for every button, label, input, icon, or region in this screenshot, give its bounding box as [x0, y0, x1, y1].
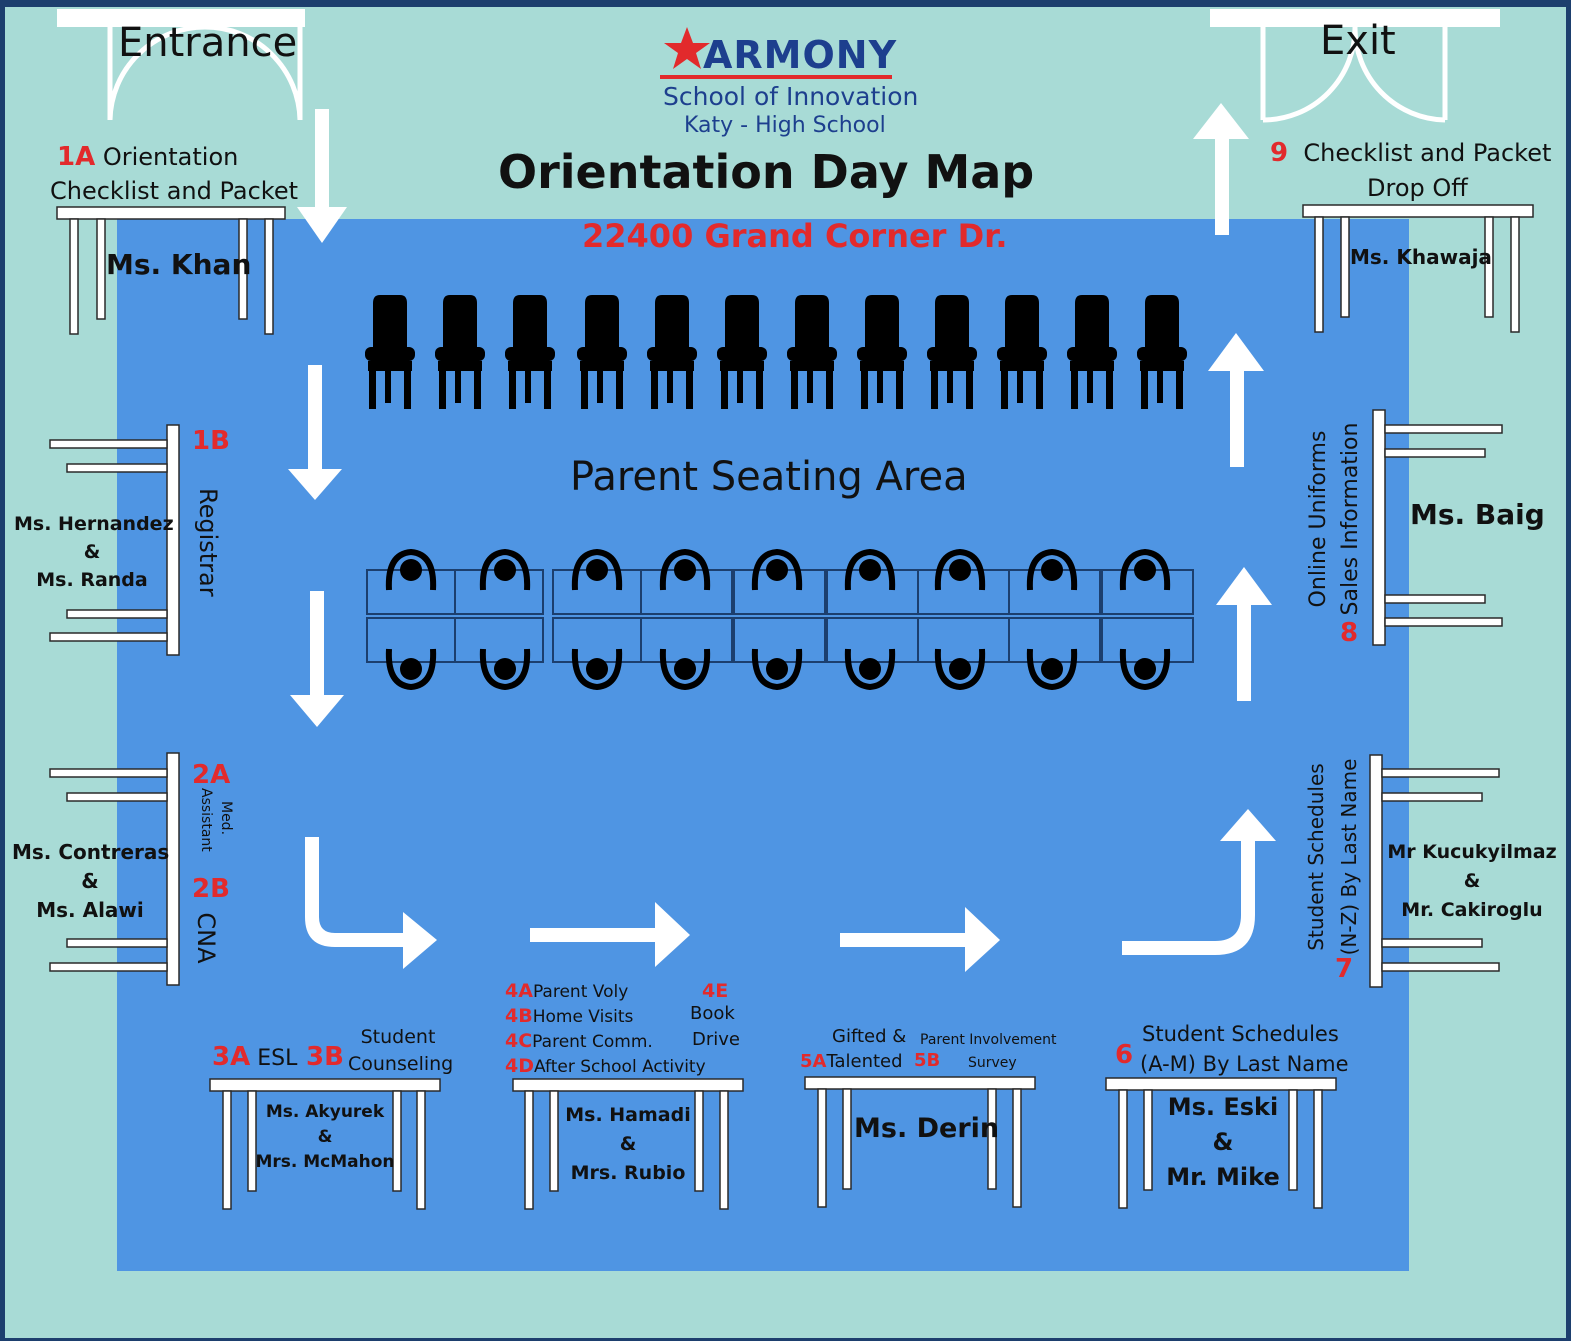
station-9-title: 9 Checklist and Packet	[1270, 138, 1552, 168]
logo-school: School of Innovation	[663, 82, 919, 111]
station-6-line-2: (A-M) By Last Name	[1140, 1052, 1349, 1076]
station-3-staff-1: Ms. Akyurek	[265, 1102, 385, 1122]
entrance-door	[57, 9, 305, 121]
station-1b-staff-2: Ms. Randa	[36, 569, 148, 591]
logo-word: ARMONY	[703, 33, 898, 77]
station-4-amp: &	[619, 1133, 637, 1155]
station-2b-number: 2B	[192, 874, 230, 904]
station-5a-line-2: 5ATalented	[800, 1051, 903, 1072]
exit-door	[1210, 9, 1500, 123]
station-8-staff: Ms. Baig	[1410, 498, 1545, 531]
station-2b-role: CNA	[192, 912, 220, 964]
station-8-line-1: Online Uniforms	[1306, 430, 1331, 608]
station-5b-line-1: Parent Involvement	[920, 1032, 1057, 1048]
station-6-number: 6	[1115, 1040, 1134, 1070]
station-1b-role: Registrar	[194, 488, 222, 597]
station-6-line-1: Student Schedules	[1142, 1022, 1339, 1046]
station-4e-line-2: Drive	[692, 1029, 740, 1050]
logo-underline	[660, 75, 892, 79]
station-4d: 4DAfter School Activity	[505, 1055, 706, 1077]
station-7-number: 7	[1335, 954, 1354, 984]
station-4-staff-2: Mrs. Rubio	[570, 1162, 686, 1184]
floor-plan	[5, 7, 1566, 1338]
station-5-staff: Ms. Derin	[854, 1113, 1000, 1144]
station-5b-number: 5B	[914, 1050, 941, 1071]
station-7-staff-2: Mr. Cakiroglu	[1401, 899, 1543, 921]
station-1b-number: 1B	[192, 426, 230, 456]
station-5b-line-2: Survey	[968, 1055, 1017, 1071]
desks	[49, 204, 1534, 1210]
address: 22400 Grand Corner Dr.	[582, 217, 1008, 255]
station-3b-role-1: Student	[360, 1026, 436, 1048]
station-2-amp: &	[81, 869, 99, 893]
station-1a-subtitle: Checklist and Packet	[50, 177, 299, 205]
station-2a-role-2: Assistant	[198, 788, 214, 852]
station-2-staff-1: Ms. Contreras	[12, 840, 170, 864]
logo-star	[664, 27, 710, 69]
station-4-staff-1: Ms. Hamadi	[565, 1104, 691, 1126]
station-3b-number: 3B	[306, 1042, 344, 1072]
exit-label: Exit	[1320, 18, 1396, 64]
station-6-staff-2: Mr. Mike	[1166, 1163, 1280, 1191]
station-1a-title: 1A Orientation	[57, 142, 239, 172]
station-1a-staff: Ms. Khan	[106, 248, 252, 281]
station-8-line-2: Sales Information	[1338, 422, 1363, 616]
station-4e-number: 4E	[702, 980, 729, 1002]
station-4a: 4AParent Voly	[505, 980, 629, 1002]
station-3-amp: &	[317, 1127, 333, 1147]
station-7-line-1: Student Schedules	[1304, 763, 1328, 951]
path-arrows	[288, 103, 1276, 972]
station-9-subtitle: Drop Off	[1367, 174, 1468, 202]
station-7-line-2: (N-Z) By Last Name	[1337, 758, 1361, 956]
station-1b-amp: &	[83, 541, 101, 563]
station-6-staff-1: Ms. Eski	[1167, 1093, 1279, 1121]
station-3a-label: 3A ESL	[212, 1042, 298, 1072]
station-4e-line-1: Book	[690, 1003, 735, 1024]
station-3b-role-2: Counseling	[348, 1053, 454, 1075]
station-6-amp: &	[1212, 1128, 1234, 1156]
station-4c: 4CParent Comm.	[505, 1030, 653, 1052]
station-3-staff-2: Mrs. McMahon	[255, 1152, 395, 1172]
station-2a-role-1: Med.	[218, 800, 234, 836]
logo-campus: Katy - High School	[684, 113, 886, 138]
station-2a-number: 2A	[192, 760, 231, 790]
station-7-amp: &	[1463, 870, 1481, 892]
station-8-number: 8	[1340, 618, 1359, 648]
station-5a-line-1: Gifted &	[832, 1026, 907, 1047]
entrance-label: Entrance	[118, 20, 298, 66]
parent-seating-label: Parent Seating Area	[570, 454, 968, 500]
station-1b-staff-1: Ms. Hernandez	[14, 513, 174, 535]
station-2-staff-2: Ms. Alawi	[36, 898, 144, 922]
station-9-staff: Ms. Khawaja	[1350, 245, 1492, 269]
station-7-staff-1: Mr Kucukyilmaz	[1387, 841, 1557, 863]
station-4b: 4BHome Visits	[505, 1005, 634, 1027]
page-title: Orientation Day Map	[498, 145, 1035, 199]
